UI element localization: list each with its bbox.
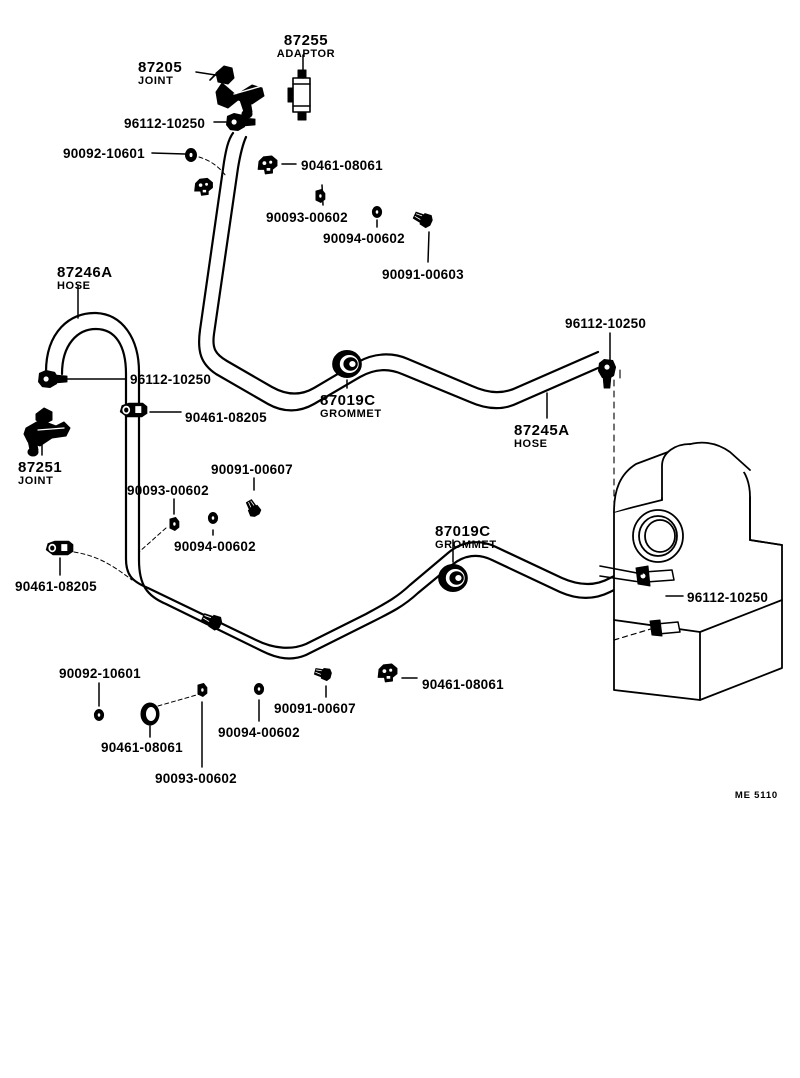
callout-part-name: GROMMET [435, 539, 497, 551]
part-90092-10601-upper [185, 148, 197, 162]
leader-dashed-90461-lower [157, 693, 201, 707]
callout-90093-00602: 90093-00602 [155, 772, 237, 786]
callout-part-number: 90092-10601 [63, 146, 145, 161]
pipe-to-heater-upper-2 [599, 575, 641, 583]
callout-90091-00607: 90091-00607 [211, 463, 293, 477]
callout-part-number: 87255 [283, 32, 329, 49]
part-90094-00602-upper [371, 206, 383, 218]
callout-90091-00607: 90091-00607 [274, 702, 356, 716]
part-90094-00602-mid [207, 512, 219, 524]
callout-96112-10250: 96112-10250 [687, 591, 768, 605]
callout-90461-08061: 90461-08061 [101, 741, 183, 755]
callout-part-number: 90461-08061 [101, 740, 183, 755]
heater-port-lower [649, 619, 681, 637]
callout-90093-00602: 90093-00602 [127, 484, 209, 498]
part-90461-08061-upper [257, 155, 278, 175]
heater-port-upper [635, 565, 675, 587]
part-90461-08205-upper [119, 402, 148, 418]
callout-96112-10250: 96112-10250 [130, 373, 211, 387]
callout-part-number: 90461-08061 [301, 158, 383, 173]
callout-part-number: 90461-08205 [15, 579, 97, 594]
leader-lines [41, 54, 684, 768]
sheet-code: ME 5110 [734, 790, 778, 801]
callout-part-name: JOINT [138, 75, 174, 87]
callout-90461-08205: 90461-08205 [185, 411, 267, 425]
hose-87246a-87245a-lower [44, 311, 642, 660]
callout-part-number: 90094-00602 [174, 539, 256, 554]
part-87019c-grommet-upper [332, 350, 362, 378]
part-90461-08061-lower-ring [140, 702, 160, 726]
part-90094-00602-lower [253, 683, 265, 695]
callout-part-name: ADAPTOR [276, 48, 336, 60]
callout-part-number: 96112-10250 [124, 116, 206, 131]
callout-90092-10601: 90092-10601 [63, 147, 145, 161]
callout-part-name: JOINT [18, 475, 54, 487]
callout-part-name: GROMMET [320, 408, 382, 420]
callout-90091-00603: 90091-00603 [382, 268, 464, 282]
callout-part-number: 87246A [57, 264, 113, 281]
callout-90461-08061: 90461-08061 [301, 159, 383, 173]
callout-part-number: 90092-10601 [59, 666, 141, 681]
part-90092-10601-lower [93, 709, 105, 721]
callout-part-number: 96112-10250 [130, 372, 212, 387]
callout-part-number: 90093-00602 [266, 210, 348, 225]
callout-part-number: 96112-10250 [687, 590, 769, 605]
part-96112-10250-clamp-upper-right [597, 359, 617, 389]
callout-part-number: 90093-00602 [127, 483, 209, 498]
part-bracket-upper-hose [194, 177, 213, 196]
part-90093-00602-mid [169, 517, 180, 531]
callout-96112-10250: 96112-10250 [124, 117, 205, 131]
part-90093-00602-lower [197, 683, 208, 697]
part-90091-00607-mid [243, 497, 263, 519]
callout-part-number: 87019C [320, 392, 376, 409]
part-87019c-grommet-lower [438, 564, 468, 592]
part-90461-08205-lower [45, 540, 74, 556]
callout-part-number: 96112-10250 [565, 316, 647, 331]
callout-96112-10250: 96112-10250 [565, 317, 646, 331]
heater-unit-body [613, 441, 783, 701]
callout-90093-00602: 90093-00602 [266, 211, 348, 225]
callout-part-number: 90091-00607 [211, 462, 293, 477]
callout-90461-08061: 90461-08061 [422, 678, 504, 692]
callout-90094-00602: 90094-00602 [323, 232, 405, 246]
leader-dashed-90092-upper [198, 156, 227, 177]
callout-part-name: HOSE [57, 280, 91, 292]
callout-part-number: 90094-00602 [323, 231, 405, 246]
callout-part-name: HOSE [514, 438, 548, 450]
part-87251-joint [23, 407, 71, 457]
pipe-to-heater-upper [599, 565, 643, 575]
part-90461-08061-lower [377, 663, 398, 683]
callout-part-number: 87245A [514, 422, 570, 439]
callout-part-number: 90091-00607 [274, 701, 356, 716]
callout-part-number: 90461-08061 [422, 677, 504, 692]
callout-part-number: 87251 [18, 459, 63, 476]
callout-part-number: 87205 [138, 59, 183, 76]
part-90091-00603-upper [411, 208, 435, 230]
part-90091-00607-lower [313, 665, 333, 682]
pipe-to-heater-lower [613, 627, 655, 641]
callout-part-number: 87019C [435, 523, 491, 540]
callout-90094-00602: 90094-00602 [218, 726, 300, 740]
callout-90092-10601: 90092-10601 [59, 667, 141, 681]
callout-part-number: 90094-00602 [218, 725, 300, 740]
callout-part-number: 90461-08205 [185, 410, 267, 425]
leader-dashed-90093-mid [138, 527, 167, 553]
callout-90461-08205: 90461-08205 [15, 580, 97, 594]
part-87255-adaptor [287, 69, 311, 121]
part-90093-00602-upper [315, 189, 326, 203]
hose-upper-main [198, 131, 600, 412]
leader-dashed-90461-08205-lower [73, 551, 133, 581]
callout-part-number: 90091-00603 [382, 267, 464, 282]
callout-part-number: 90093-00602 [155, 771, 237, 786]
callout-90094-00602: 90094-00602 [174, 540, 256, 554]
part-87205-joint [209, 65, 265, 119]
